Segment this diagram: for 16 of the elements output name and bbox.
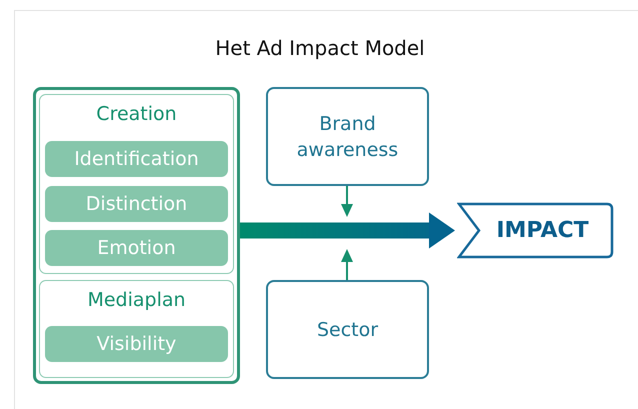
- panel-heading: Mediaplan: [87, 288, 186, 313]
- group-box: [33, 87, 240, 384]
- category-panel: [39, 280, 234, 378]
- factor-label: Emotion: [45, 230, 228, 266]
- factor-label: Identification: [45, 141, 228, 177]
- arrow: [341, 249, 353, 280]
- impact-flag: IMPACT: [457, 202, 614, 259]
- panel-heading: Creation: [96, 102, 177, 127]
- arrow: [341, 186, 353, 217]
- factor-box: Brand awareness: [266, 87, 429, 186]
- factor-box: Sector: [266, 280, 429, 379]
- thick-arrow: [240, 212, 455, 248]
- factor-label: Visibility: [45, 326, 228, 362]
- factor-label: Distinction: [45, 186, 228, 222]
- category-panel: [39, 94, 234, 274]
- diagram-title: Het Ad Impact Model: [214, 36, 426, 60]
